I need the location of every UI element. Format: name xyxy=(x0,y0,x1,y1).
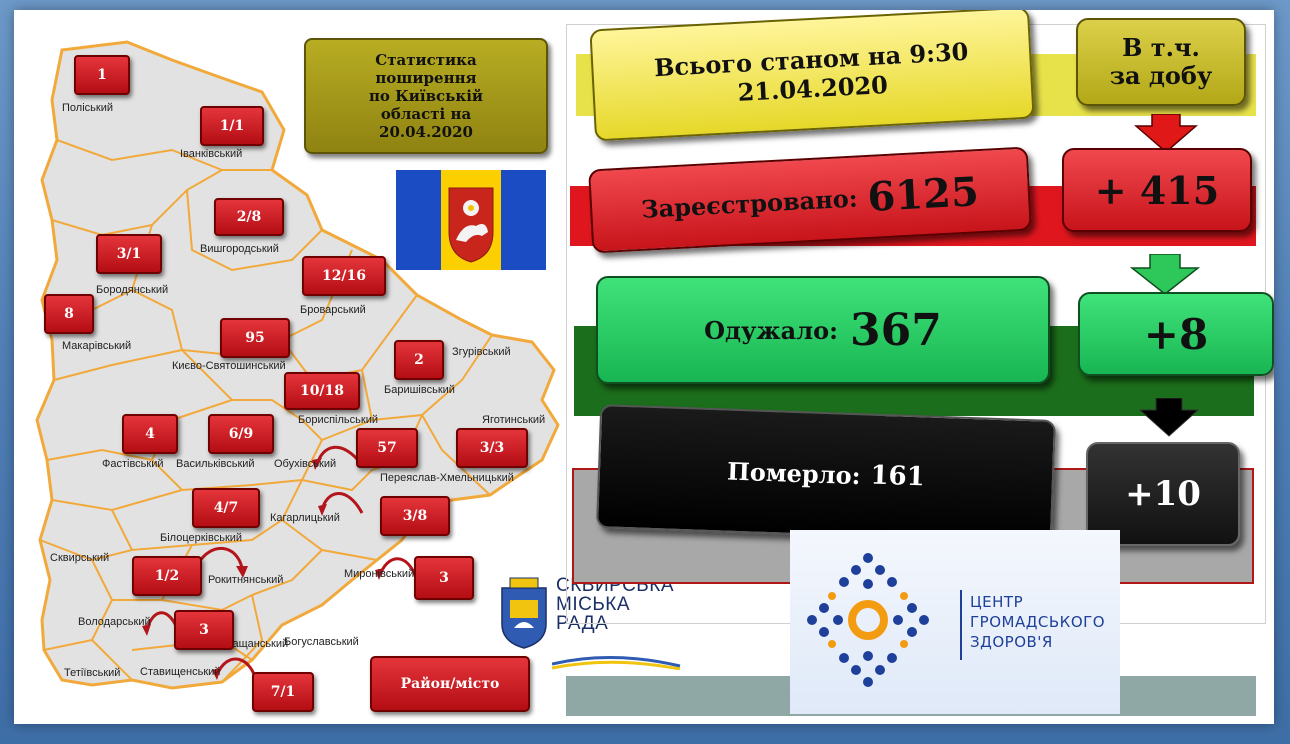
district-count-box: 57 xyxy=(356,428,418,468)
district-count-box: 2 xyxy=(394,340,444,380)
logo-divider xyxy=(960,590,962,660)
district-name: Кагарлицький xyxy=(270,512,340,524)
district-name: Іванківський xyxy=(180,148,243,160)
district-name: Рокитнянський xyxy=(208,574,284,586)
district-name: Фастівський xyxy=(102,458,164,470)
district-name: Поліський xyxy=(62,102,113,114)
recovered-daily-value: +8 xyxy=(1143,309,1209,359)
district-count-box: 3 xyxy=(174,610,234,650)
district-count-box: 8 xyxy=(44,294,94,334)
cgz-logo-line: ЗДОРОВ'Я xyxy=(970,633,1053,651)
district-name: Ставищенський xyxy=(140,666,221,678)
title-line: області на xyxy=(380,105,472,123)
district-count-box: 95 xyxy=(220,318,290,358)
district-count-box: 4/7 xyxy=(192,488,260,528)
infographic-canvas: Поліський Іванківський Вишгородський Бор… xyxy=(14,10,1274,724)
district-count-box: 3/8 xyxy=(380,496,450,536)
district-name: Обухівський xyxy=(274,458,337,470)
district-name: Васильківський xyxy=(176,458,255,470)
cgz-logo-line: ЦЕНТР xyxy=(970,593,1024,611)
district-count-box: 3/1 xyxy=(96,234,162,274)
died-label: Померло: xyxy=(726,456,862,490)
district-name: Бориспільський xyxy=(298,414,378,426)
district-name: Сквирський xyxy=(50,552,110,564)
date-header-panel: Всього станом на 9:30 21.04.2020 xyxy=(589,10,1035,142)
district-name: Володарський xyxy=(78,616,151,628)
district-name: Макарівський xyxy=(62,340,132,352)
district-count-box: 1/2 xyxy=(132,556,202,596)
district-name: Києво-Святошинський xyxy=(172,360,286,372)
kyiv-oblast-flag xyxy=(396,170,546,270)
district-count-box: 3 xyxy=(414,556,474,600)
recovered-label: Одужало: xyxy=(704,315,838,345)
public-health-center-dots-icon xyxy=(807,553,929,687)
district-count-box: 12/16 xyxy=(302,256,386,296)
district-count-box: 3/3 xyxy=(456,428,528,468)
district-name: Переяслав-Хмельницький xyxy=(380,472,514,484)
district-count-box: 10/18 xyxy=(284,372,360,410)
title-line: поширення xyxy=(375,69,477,87)
district-name: Бородянський xyxy=(96,284,169,296)
skvyra-coat-of-arms-icon xyxy=(501,577,547,649)
recovered-value: 367 xyxy=(849,304,942,356)
died-value: 161 xyxy=(869,460,926,493)
red-down-arrow-icon xyxy=(1134,114,1198,153)
district-name: Згурівський xyxy=(452,346,511,358)
black-down-arrow-icon xyxy=(1138,398,1200,437)
daily-header-line: В т.ч. xyxy=(1122,33,1200,62)
district-name: Білоцерківський xyxy=(160,532,243,544)
district-count-box: 7/1 xyxy=(252,672,314,712)
title-line: по Київській xyxy=(368,87,484,105)
recovered-daily-panel: +8 xyxy=(1078,292,1274,376)
title-line: Статистика xyxy=(375,51,477,69)
kyiv-oblast-map: Поліський Іванківський Вишгородський Бор… xyxy=(22,20,567,712)
daily-header-line: за добу xyxy=(1109,61,1213,90)
daily-header-panel: В т.ч. за добу xyxy=(1076,18,1246,106)
skvyra-logo-line: МІСЬКА xyxy=(556,594,631,615)
district-name: Яготинський xyxy=(482,414,546,426)
registered-label: Зареєстровано: xyxy=(640,183,859,224)
legend-box: Район/місто xyxy=(370,656,530,712)
skvyra-logo-swoosh xyxy=(552,656,681,670)
died-daily-panel: +10 xyxy=(1086,442,1240,546)
recovered-panel: Одужало: 367 xyxy=(596,276,1050,384)
green-down-arrow-icon xyxy=(1130,254,1200,295)
district-name: Тетіївський xyxy=(64,667,121,679)
district-count-box: 6/9 xyxy=(208,414,274,454)
registered-daily-panel: + 415 xyxy=(1062,148,1252,232)
public-health-center-logo: ЦЕНТР ГРОМАДСЬКОГО ЗДОРОВ'Я xyxy=(790,530,1120,714)
registered-value: 6125 xyxy=(866,167,980,221)
registered-daily-value: + 415 xyxy=(1094,167,1220,213)
district-name: Миронівський xyxy=(344,568,415,580)
district-count-box: 4 xyxy=(122,414,178,454)
district-name: Богуславський xyxy=(284,636,359,648)
died-panel: Померло: 161 xyxy=(595,404,1057,544)
district-name: Баришівський xyxy=(384,384,455,396)
district-count-box: 1/1 xyxy=(200,106,264,146)
district-count-box: 1 xyxy=(74,55,130,95)
statistics-title-box: Статистика поширення по Київській област… xyxy=(304,38,548,154)
district-name: Броварський xyxy=(300,304,366,316)
cgz-logo-line: ГРОМАДСЬКОГО xyxy=(970,613,1106,631)
died-daily-value: +10 xyxy=(1125,474,1201,514)
district-count-box: 2/8 xyxy=(214,198,284,236)
title-line: 20.04.2020 xyxy=(379,123,473,141)
district-name: Вишгородський xyxy=(200,243,279,255)
